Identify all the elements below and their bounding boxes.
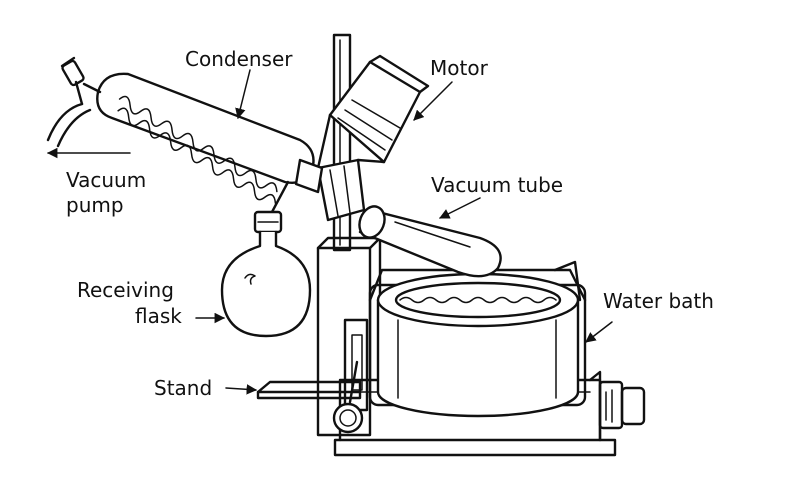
condenser [60, 56, 324, 205]
vacuum-pump-label-line2: pump [66, 193, 124, 217]
receiving-flask-label-line1: Receiving [77, 278, 174, 302]
stand-plate [256, 380, 362, 400]
motor-pointer [413, 81, 453, 121]
vacuum-tube-flask [358, 205, 502, 278]
vacuum-tube-pointer [439, 197, 481, 219]
vacuum-tube-label: Vacuum tube [431, 173, 563, 197]
stand-label: Stand [154, 376, 212, 400]
receiving-flask-label-line2: flask [135, 304, 182, 328]
stopcock [60, 56, 102, 106]
receiving-flask [220, 180, 312, 338]
water-bath-label: Water bath [603, 289, 714, 313]
condenser-label: Condenser [185, 47, 293, 71]
water-bath-pointer [585, 321, 613, 343]
condenser-pointer [235, 69, 251, 120]
label-pointers [46, 69, 613, 395]
stand-pointer [225, 384, 258, 395]
vacuum-hose [46, 102, 92, 148]
motor-label: Motor [430, 56, 489, 80]
water-bath [368, 260, 587, 418]
vacuum-pump-label-line1: Vacuum [66, 168, 146, 192]
labels: Condenser Motor Vacuum pump Vacuum tube … [66, 47, 714, 400]
adjustment-knob [598, 380, 646, 430]
motor-assembly [316, 54, 430, 222]
